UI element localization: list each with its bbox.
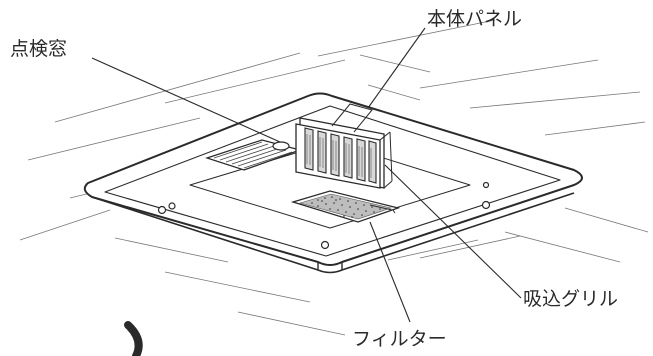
inspection-window-cap [272, 141, 290, 151]
ceiling-grid-line [564, 207, 649, 233]
ceiling-grid-line [469, 91, 641, 109]
screw-icon [157, 205, 167, 215]
intake-grille [295, 103, 393, 189]
label-inspection-window: 点検窓 [10, 38, 68, 60]
screw-icon [481, 200, 491, 210]
ceiling-grid-line [367, 84, 421, 101]
ceiling-grid-line [19, 209, 111, 241]
ceiling-grid-line [237, 311, 346, 336]
ceiling-grid-line [387, 239, 479, 261]
panel-thickness-edge [91, 192, 575, 274]
leader-lines [91, 27, 522, 323]
ceiling-grid-line [359, 54, 431, 73]
decorative-curve [124, 321, 143, 356]
body-panel [83, 92, 583, 274]
ceiling-grid-line [54, 52, 301, 123]
leader-line-inspection-window [91, 57, 281, 143]
ceiling-grid-line [27, 117, 201, 161]
ceiling-grid-line [317, 19, 496, 57]
label-filter: フィルター [352, 328, 447, 350]
label-body-panel: 本体パネル [427, 8, 523, 30]
ceiling-grid-line [504, 231, 621, 263]
ceiling-grid-line [419, 235, 521, 259]
ceiling-grid-line [114, 237, 229, 263]
label-intake-grille: 吸込グリル [523, 288, 619, 310]
ceiling-grid-line [544, 121, 646, 136]
corner-screws [157, 181, 491, 250]
leader-line-intake-grille [384, 164, 522, 299]
panel-center-frame [189, 141, 471, 229]
panel-inner-edge [104, 105, 561, 257]
ceiling-grid [19, 19, 649, 336]
leader-line-filter [369, 221, 411, 323]
screw-icon [320, 240, 330, 250]
ceiling-grid-line [164, 271, 311, 303]
filter [290, 190, 401, 223]
ceiling-grid-line [419, 59, 599, 89]
leader-line-body-panel [367, 27, 426, 109]
screw-icon [482, 181, 490, 189]
ceiling-grid-line [164, 59, 346, 104]
screw-icon [168, 202, 176, 210]
